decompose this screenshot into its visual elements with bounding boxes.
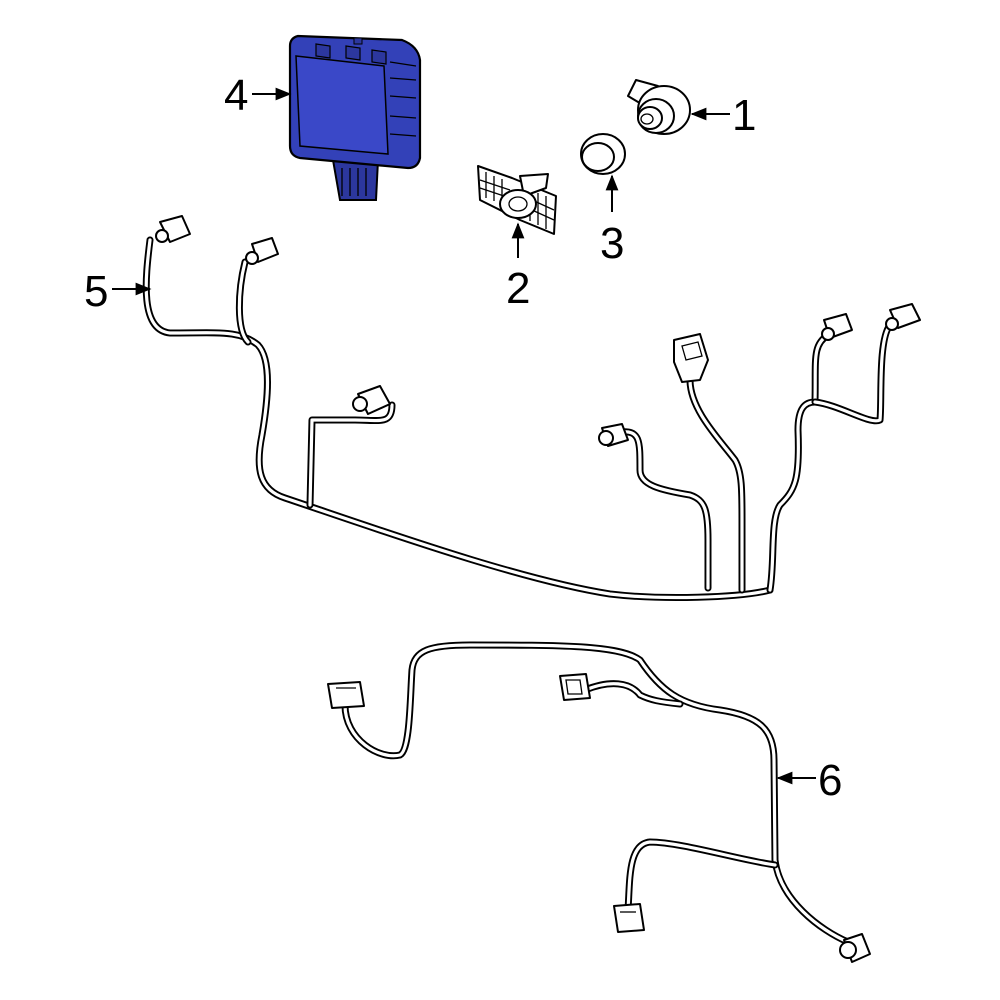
callout-1: 1 [690, 91, 756, 140]
part-5-connector-f [821, 313, 853, 341]
part-5-connector-e [673, 333, 709, 383]
part-5-connector-a [155, 215, 191, 243]
callout-4-label: 4 [224, 71, 248, 120]
callout-6: 6 [776, 756, 842, 805]
callout-1-label: 1 [732, 91, 756, 140]
part-5-harness[interactable] [142, 215, 921, 601]
part-2-bracket[interactable] [477, 165, 557, 235]
part-5-connector-g [885, 303, 921, 331]
callout-3-label: 3 [600, 219, 624, 268]
callout-4: 4 [224, 71, 292, 120]
callout-5-label: 5 [84, 267, 108, 316]
part-1-sensor[interactable] [627, 79, 691, 135]
part-6-connector-c [613, 903, 645, 933]
callout-6-label: 6 [818, 756, 842, 805]
callout-2: 2 [506, 222, 530, 313]
part-3-grommet[interactable] [580, 133, 626, 175]
callout-2-label: 2 [506, 264, 530, 313]
callout-5: 5 [84, 267, 152, 316]
part-6-connector-d [839, 933, 871, 963]
part-5-connector-d [598, 423, 629, 447]
part-6-harness[interactable] [327, 641, 871, 963]
callout-3: 3 [600, 174, 624, 268]
part-6-connector-b [559, 673, 591, 701]
part-6-connector-a [327, 681, 365, 709]
part-4-control-module[interactable] [288, 34, 422, 201]
part-5-connector-b [245, 237, 279, 265]
part-5-connector-c [352, 385, 391, 415]
